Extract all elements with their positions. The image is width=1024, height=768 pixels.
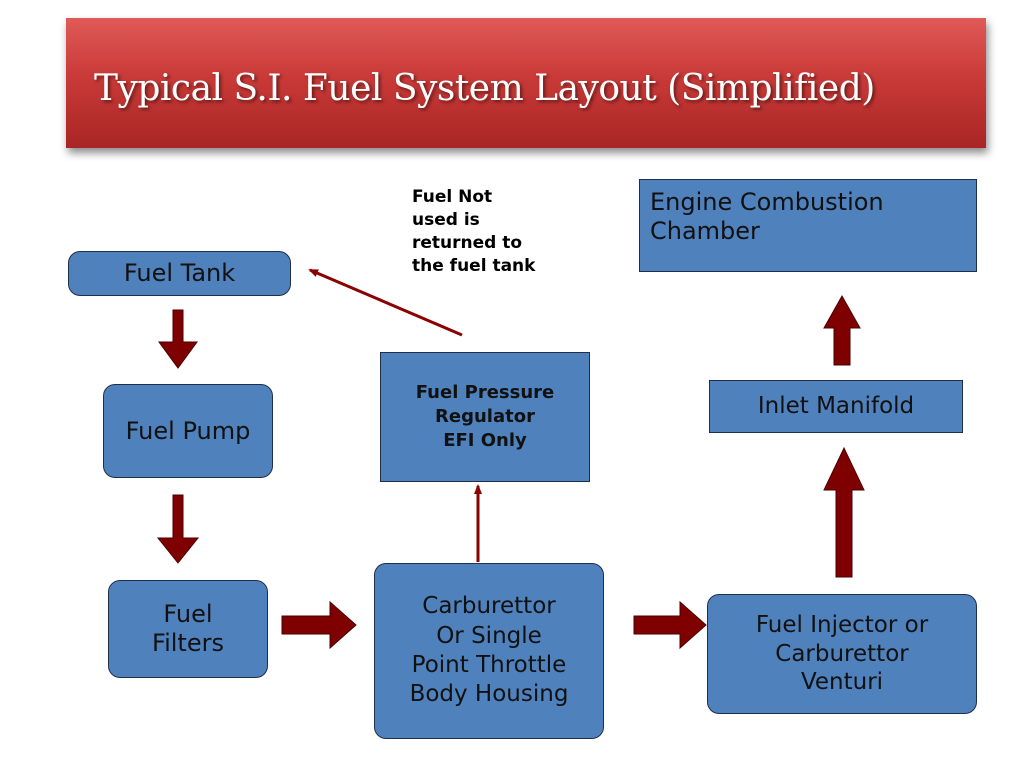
arrow-carb-to-injector	[633, 600, 707, 650]
fuel-injector-box: Fuel Injector or Carburettor Venturi	[707, 594, 977, 714]
arrow-manifold-to-combustion	[823, 294, 861, 366]
fuel-tank-label: Fuel Tank	[123, 259, 236, 288]
engine-combustion-chamber-box: Engine Combustion Chamber	[639, 179, 977, 272]
arrow-tank-to-pump	[158, 309, 198, 369]
page-title: Typical S.I. Fuel System Layout (Simplif…	[94, 68, 875, 109]
fuel-pressure-regulator-label: Fuel Pressure Regulator EFI Only	[415, 381, 555, 452]
fuel-filters-label: Fuel Filters	[152, 600, 224, 657]
carburettor-label: Carburettor Or Single Point Throttle Bod…	[409, 593, 569, 708]
fuel-pump-label: Fuel Pump	[125, 416, 251, 445]
arrow-filters-to-carb	[281, 600, 357, 650]
inlet-manifold-label: Inlet Manifold	[757, 392, 915, 419]
carburettor-box: Carburettor Or Single Point Throttle Bod…	[374, 563, 604, 739]
title-banner: Typical S.I. Fuel System Layout (Simplif…	[66, 18, 986, 148]
fuel-filters-box: Fuel Filters	[108, 580, 268, 678]
arrow-injector-to-manifold	[823, 446, 865, 578]
arrow-pump-to-filters	[156, 494, 200, 564]
fuel-tank-box: Fuel Tank	[68, 251, 291, 296]
inlet-manifold-box: Inlet Manifold	[709, 380, 963, 433]
fuel-injector-label: Fuel Injector or Carburettor Venturi	[755, 611, 929, 696]
return-fuel-note: Fuel Not used is returned to the fuel ta…	[412, 187, 536, 276]
arrow-return-to-tank	[308, 268, 463, 337]
fuel-pump-box: Fuel Pump	[103, 384, 273, 478]
fuel-pressure-regulator-box: Fuel Pressure Regulator EFI Only	[380, 352, 590, 482]
engine-combustion-chamber-label: Engine Combustion Chamber	[650, 188, 884, 245]
